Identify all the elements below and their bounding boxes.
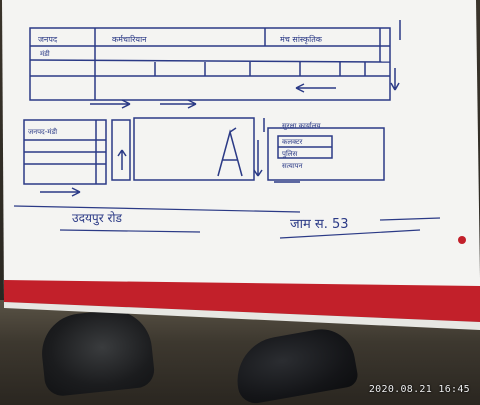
right-box-line-4: सत्यापन [282,162,303,170]
right-box-line-1: सुरक्षा कार्यालय [282,121,321,130]
label-left: जनपद [38,35,58,44]
top-block [29,20,401,101]
paper-sheet [2,0,480,318]
signature: जाम स. 53 [290,217,349,232]
red-edge [4,280,480,322]
label-right: मंच सांस्कृतिक [280,34,323,45]
side-box-label: जनपद-मंडी [28,127,57,136]
bottom-road-label: उदयपुर रोड [72,211,122,226]
paper-lower-edge [4,302,480,330]
right-box-line-2: कलक्टर [282,138,302,146]
road-lines [13,205,441,239]
timestamp: 2020.08.21 16:45 [368,384,470,395]
right-block [263,118,385,183]
red-mark [458,236,466,244]
label-left-2: मंडी [40,49,50,58]
mid-left-block [23,99,131,197]
right-box-line-3: पुलिस [282,149,298,158]
label-middle: कर्मचारियान [112,34,147,44]
mid-center-block [133,99,263,181]
